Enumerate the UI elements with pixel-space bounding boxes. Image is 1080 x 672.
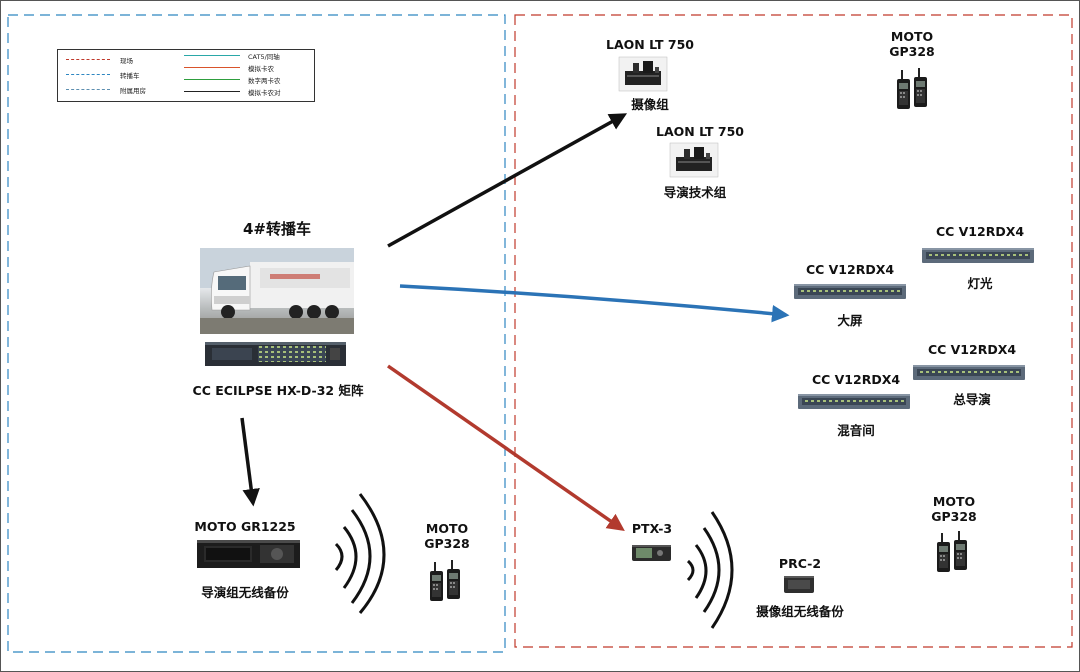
legend-swatch-ob [66, 74, 110, 75]
legend-swatch-cat5 [184, 55, 240, 56]
radio-waves-right [686, 511, 734, 629]
zone-ob-van [7, 14, 506, 653]
walkie-pair-right [937, 531, 967, 572]
camera-group-label: 摄像组 [631, 97, 669, 112]
screen-label: 大屏 [837, 313, 863, 328]
camera-group-model: LAON LT 750 [606, 37, 694, 52]
director-tech-label: 导演技术组 [663, 185, 727, 200]
legend-swatch-site [66, 59, 110, 60]
zone-site [514, 14, 1073, 648]
walkie-pair-left [430, 560, 460, 601]
arrow-to-ptx [386, 364, 625, 532]
ptx-device [632, 545, 671, 561]
repeater-label: 导演组无线备份 [201, 585, 289, 600]
mixing-model: CC V12RDX4 [811, 372, 901, 387]
prc-device [784, 576, 814, 593]
legend-swatch-analog [184, 67, 240, 68]
legend-swatch-digital [184, 79, 240, 80]
chief-director-label: 总导演 [953, 392, 991, 407]
radio-waves-left [334, 493, 386, 614]
ob-van-title: 4#转播车 [242, 220, 311, 238]
moto-right-model: MOTO GP328 [931, 494, 977, 524]
moto-top-model: MOTO GP328 [889, 29, 935, 59]
legend-zone-site: 现场 [120, 57, 133, 65]
repeater-device [197, 540, 300, 568]
screen-model: CC V12RDX4 [805, 262, 895, 277]
matrix-rack [205, 342, 346, 366]
legend-line-cat5: CAT5/同轴 [248, 53, 280, 61]
arrow-to-camera-group [387, 113, 628, 248]
cc-panel-lighting [922, 248, 1034, 263]
walkie-pair-top [897, 68, 927, 109]
cc-panel-mixing [798, 394, 910, 409]
arrow-to-screen [399, 284, 790, 323]
moto-left-model: MOTO GP328 [424, 521, 470, 551]
mixing-label: 混音间 [837, 423, 875, 438]
prc-model: PRC-2 [778, 556, 822, 571]
chief-director-model: CC V12RDX4 [927, 342, 1017, 357]
ob-van-photo [200, 248, 354, 334]
ptx-model: PTX-3 [631, 521, 673, 536]
cc-panel-chief-director [913, 365, 1025, 380]
lighting-label: 灯光 [967, 276, 993, 291]
laon-unit-camera [618, 56, 668, 92]
legend-line-analog-pair: 模拟卡农对 [248, 89, 281, 97]
legend-line-digital: 数字两卡农 [248, 77, 281, 85]
legend-swatch-annex [66, 89, 110, 90]
legend-line-analog: 模拟卡农 [248, 65, 274, 73]
repeater-model: MOTO GR1225 [194, 519, 296, 534]
legend: 现场 转播车 附属用房 CAT5/同轴 模拟卡农 数字两卡农 模拟卡农对 [57, 49, 315, 102]
laon-unit-director [669, 142, 719, 178]
legend-zone-annex: 附属用房 [120, 87, 146, 95]
prc-label: 摄像组无线备份 [756, 604, 844, 619]
cc-panel-screen [794, 284, 906, 299]
lighting-model: CC V12RDX4 [935, 224, 1025, 239]
legend-zone-ob: 转播车 [120, 72, 140, 80]
arrow-to-repeater [240, 417, 260, 507]
director-tech-model: LAON LT 750 [656, 124, 744, 139]
matrix-label: CC ECILPSE HX-D-32 矩阵 [192, 383, 364, 398]
legend-swatch-analog-pair [184, 91, 240, 92]
